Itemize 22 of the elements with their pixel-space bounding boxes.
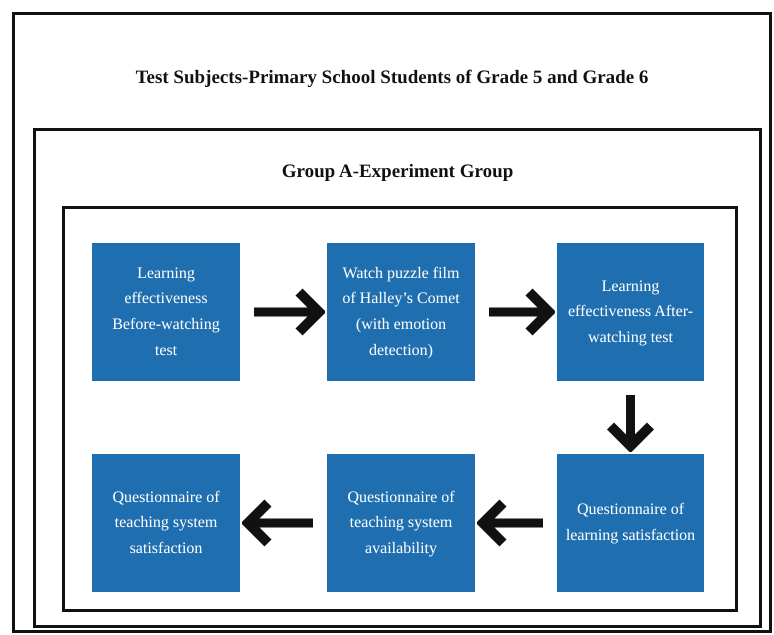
step-label: Questionnaire of learning satisfaction bbox=[565, 500, 696, 546]
group-frame bbox=[12, 12, 772, 633]
arrow bbox=[489, 287, 554, 337]
step-label: Learning effectiveness Before-watching test bbox=[111, 264, 221, 361]
process-box bbox=[327, 454, 475, 592]
group-heading: Test Subjects-Primary School Students of Grade 5 and Grade 6 bbox=[134, 67, 650, 89]
arrow bbox=[606, 395, 656, 451]
group-heading: Group A-Experiment Group bbox=[280, 161, 514, 183]
process-box bbox=[557, 243, 704, 381]
step-label: Watch puzzle film of Halley’s Comet (with emotion detection) bbox=[341, 264, 461, 361]
process-box bbox=[92, 243, 240, 381]
group-frame bbox=[33, 128, 762, 628]
group-frame bbox=[62, 206, 738, 612]
step-label: Questionnaire of teaching system availability bbox=[346, 488, 456, 559]
step-label: Questionnaire of teaching system satisfaction bbox=[111, 488, 221, 559]
arrow bbox=[254, 287, 324, 337]
process-box bbox=[557, 454, 704, 592]
process-box bbox=[327, 243, 475, 381]
step-label: Learning effectiveness After-watching test bbox=[566, 276, 694, 348]
arrow bbox=[243, 498, 313, 548]
arrow bbox=[478, 498, 543, 548]
process-box bbox=[92, 454, 240, 592]
